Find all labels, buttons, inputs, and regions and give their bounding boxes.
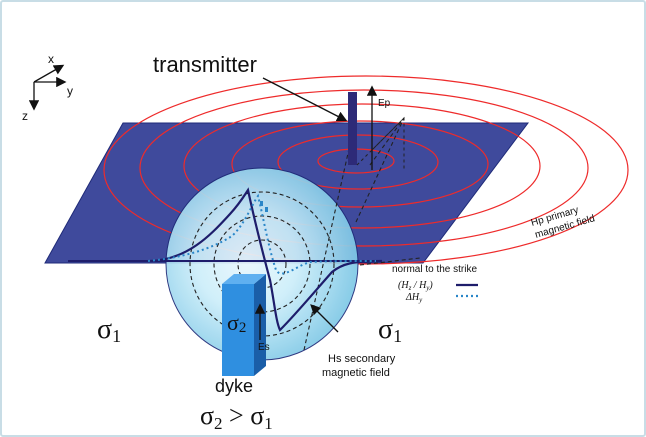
legend-dotted-part: ΔH (405, 292, 420, 303)
dyke-label: dyke (215, 376, 253, 396)
hs-label-line1: Hs secondary (328, 353, 396, 365)
sigma1-left-label: σ1 (97, 314, 121, 346)
sigma-sub: 1 (264, 414, 273, 433)
sigma-symbol: σ (97, 314, 112, 345)
legend-dotted-sub: y (418, 296, 423, 304)
sigma-symbol: σ (200, 401, 214, 430)
legend-solid-sub: y (425, 284, 430, 292)
transmitter-dashed-lines (356, 116, 405, 170)
ep-label: Ep (378, 98, 391, 109)
axis-z-label: z (22, 109, 28, 123)
sigma2-dyke-label: σ2 (227, 310, 246, 336)
hs-pointer (310, 304, 339, 333)
legend-solid-label: (Hz / Hy) (398, 280, 433, 292)
profile-delta-hy-curve (147, 193, 377, 275)
axis-x-label: x (48, 52, 54, 66)
primary-field-rings (103, 75, 629, 265)
sigma-sub: 1 (393, 326, 402, 346)
sigma-inequality: σ2 > σ1 (200, 401, 273, 433)
transmitter-coil (348, 92, 357, 165)
axis-y-label: y (67, 84, 73, 98)
legend-solid-part: / H (411, 280, 427, 291)
profile-hz-hy-curve (149, 187, 383, 332)
profile-marker (265, 207, 268, 212)
sigma-sub: 2 (239, 320, 247, 336)
profile-marker (260, 201, 263, 206)
sigma-symbol: σ (378, 314, 393, 345)
es-label: Es (258, 342, 270, 353)
sigma-symbol: σ (227, 310, 239, 335)
legend-solid-part: ) (428, 280, 433, 291)
axes-icon (28, 64, 67, 111)
transmitter-pointer (262, 77, 348, 122)
normal-strike-label: normal to the strike (392, 264, 477, 275)
transmitter-label: transmitter (153, 52, 257, 77)
sigma-symbol: σ (250, 401, 264, 430)
sigma1-right-label: σ1 (378, 314, 402, 346)
hs-label-line2: magnetic field (322, 367, 390, 379)
legend-solid-sub: z (408, 284, 412, 292)
sigma-sub: 1 (112, 326, 121, 346)
legend-dotted-label: ΔHy (405, 292, 423, 304)
legend-solid-part: (H (398, 280, 409, 291)
greater-than: > (223, 401, 251, 430)
sigma-sub: 2 (214, 414, 223, 433)
